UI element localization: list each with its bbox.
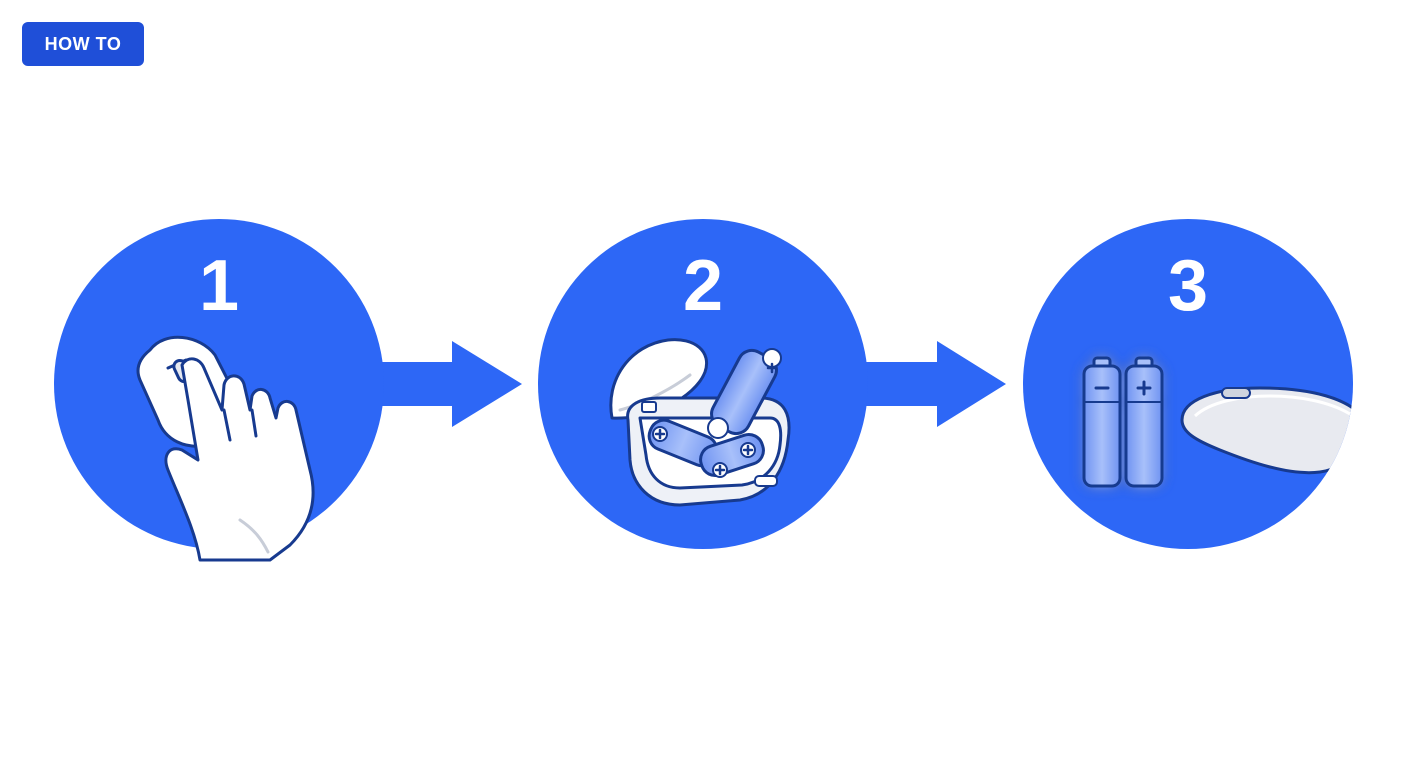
arrow-right-icon [865,341,1006,427]
step-number: 1 [199,246,239,326]
battery-polarity-icon [1094,380,1152,396]
hand-on-mouse-icon [136,335,315,562]
step-1: 1 [54,219,384,562]
step-number: 3 [1168,246,1208,326]
step-3: 3 [1023,219,1353,549]
batteries-icon [1082,356,1164,488]
step-2: 2 [538,219,868,549]
mouse-icon [1180,386,1353,475]
how-to-badge: HOW TO [22,22,144,66]
arrow-right-icon [380,341,522,427]
plus-sign-icon [654,362,778,476]
open-battery-compartment-icon [609,338,791,507]
step-number: 2 [683,246,723,326]
step-2-circle [538,219,868,549]
